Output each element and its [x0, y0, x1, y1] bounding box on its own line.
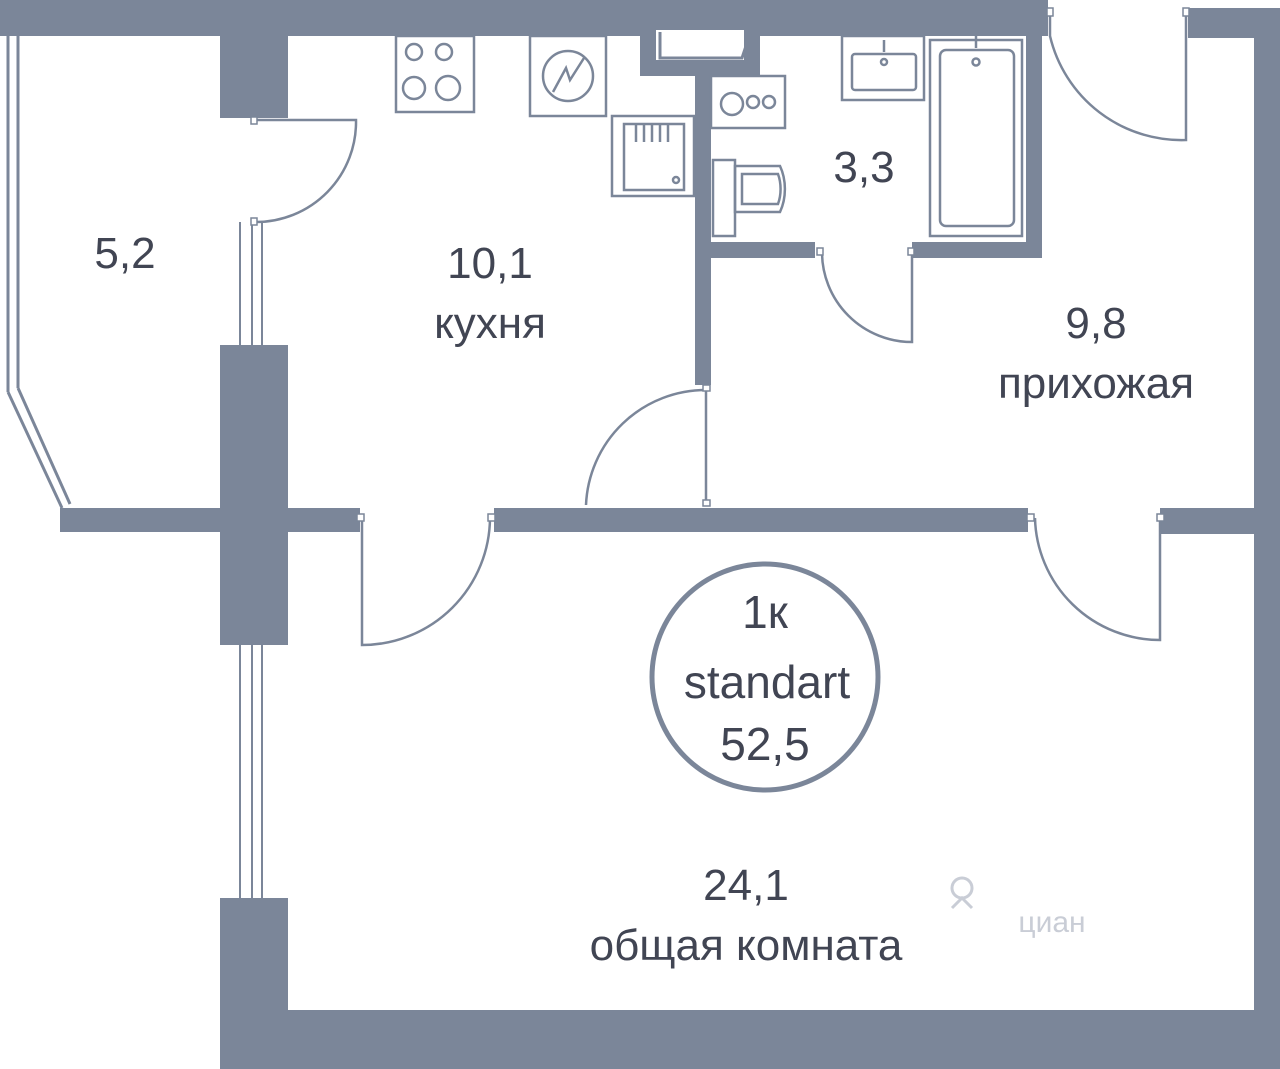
window-living: [239, 645, 263, 898]
vent-shaft-mark: [658, 32, 752, 60]
vent-shaft-inner: [656, 30, 744, 60]
hallway-area-label: 9,8: [1065, 299, 1126, 348]
door-kitchen-loggia: [255, 118, 358, 224]
badge-total-area: 52,5: [720, 718, 810, 770]
wall-bath-bottom-right: [912, 242, 1042, 258]
wall-bath-right: [1026, 30, 1042, 258]
living-area-label: 24,1: [703, 861, 789, 910]
wall-kitchen-bath: [695, 30, 711, 385]
loggia-outline: [6, 36, 72, 509]
door-bathroom: [820, 251, 914, 344]
bathroom-sink-icon: [840, 34, 926, 102]
kitchen-area-label: 10,1: [447, 239, 533, 288]
loggia-area-label: 5,2: [94, 229, 155, 278]
doors: [255, 10, 1188, 647]
wall-bath-bottom-left: [695, 242, 815, 258]
wall-kitchen-living: [494, 508, 1028, 532]
door-hinges: [250, 7, 1190, 522]
badge-series: standart: [684, 656, 850, 708]
kitchen-name-label: кухня: [434, 299, 546, 348]
door-kitchen-hall: [584, 388, 708, 506]
wall-left-bottom: [220, 898, 288, 1069]
kitchen-sink-icon: [610, 114, 696, 198]
hallway-name-label: прихожая: [998, 359, 1194, 408]
wall-pillar-top: [220, 30, 288, 118]
badge-rooms: 1к: [742, 586, 789, 638]
wall-pillar-center: [220, 345, 288, 645]
window-loggia-kitchen: [239, 222, 263, 345]
door-entrance: [1048, 10, 1188, 142]
wall-loggia-bottom: [60, 508, 360, 532]
bathtub-icon: [928, 36, 1024, 238]
bathroom-area-label: 3,3: [833, 143, 894, 192]
watermark-text: циан: [1018, 906, 1085, 939]
wall-hall-living-right: [1160, 508, 1260, 534]
door-living-right: [1033, 517, 1162, 642]
door-living-left: [360, 517, 492, 647]
cian-logo-icon: [950, 876, 974, 910]
wall-bottom: [220, 1010, 1280, 1069]
boiler-icon: [709, 74, 787, 130]
apartment-badge: 1к standart 52,5: [649, 561, 881, 793]
wall-right: [1254, 8, 1280, 1068]
washing-machine-icon: [528, 34, 608, 118]
toilet-icon: [711, 158, 787, 238]
wall-top: [0, 0, 1048, 36]
living-name-label: общая комната: [590, 921, 903, 970]
watermark: циан: [950, 876, 1086, 939]
stove-icon: [394, 34, 476, 114]
badge-ring: [649, 561, 881, 793]
